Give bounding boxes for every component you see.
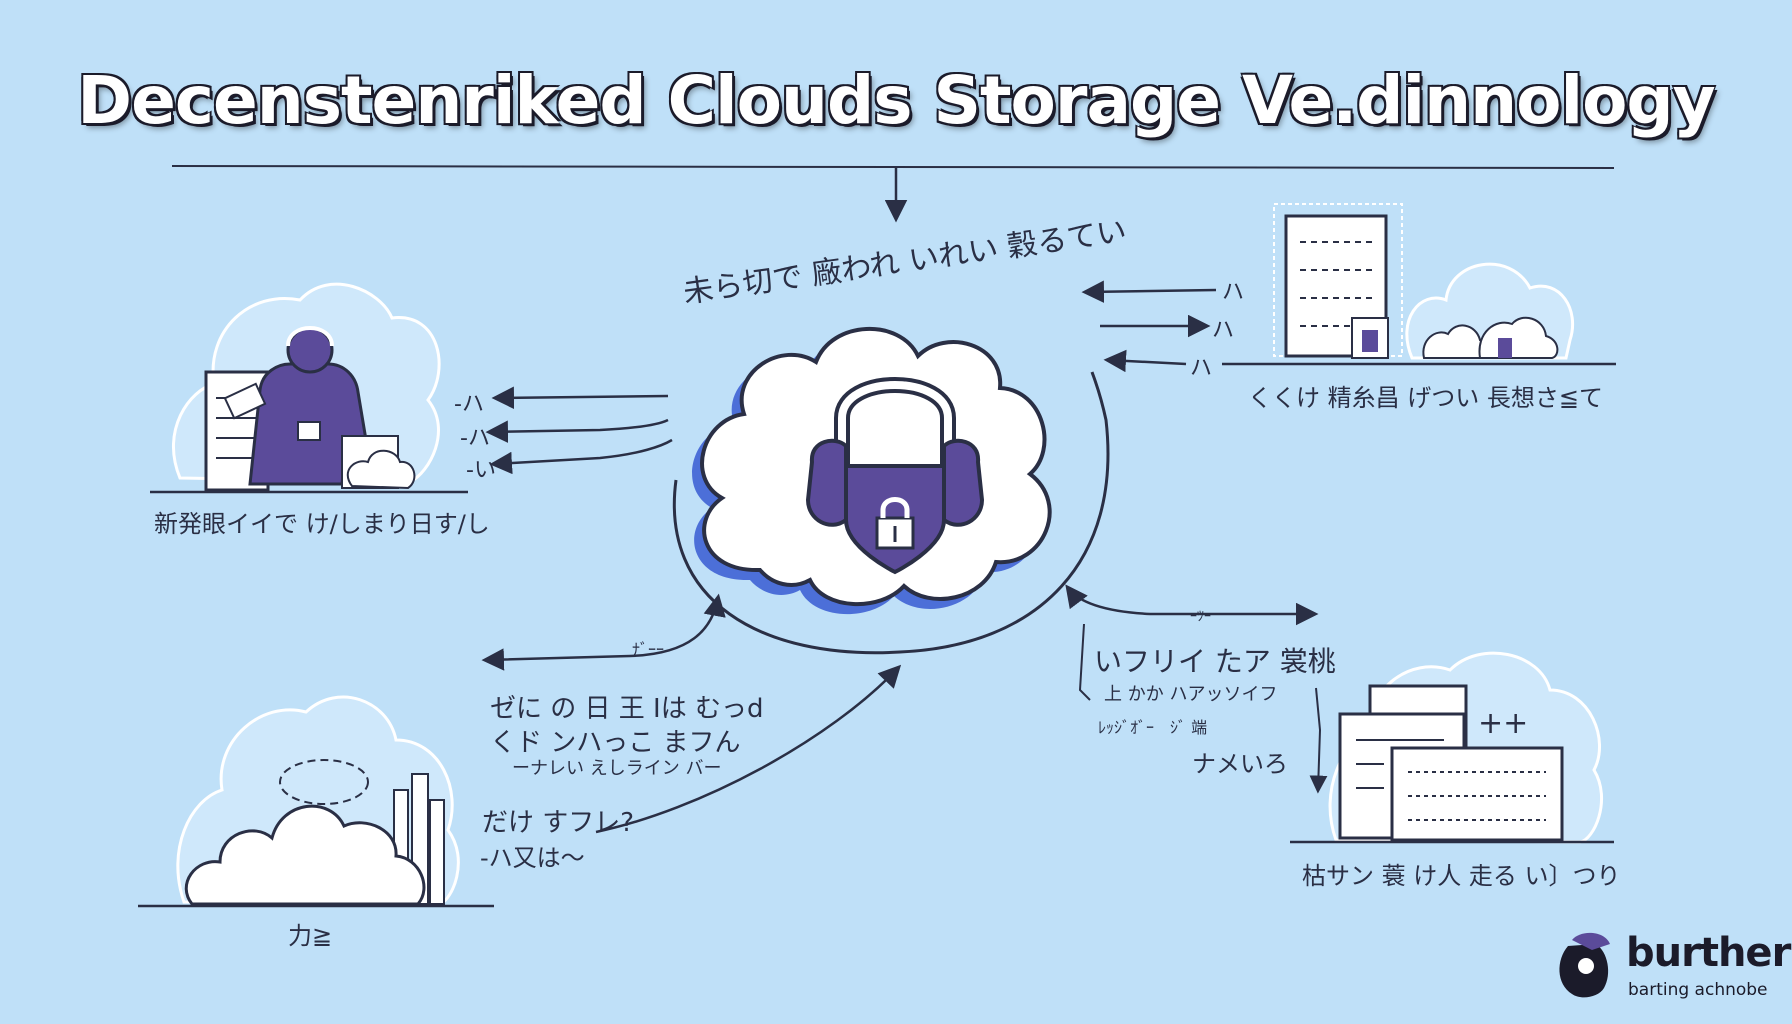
server-arrows bbox=[1081, 280, 1217, 373]
documents-node-label: 枯サン 蓑 け人 走る い〕つり bbox=[1302, 862, 1621, 890]
documents-node-graphic bbox=[1290, 651, 1614, 844]
server-arrow-note: ハ bbox=[1212, 318, 1235, 343]
user-arrows bbox=[485, 386, 673, 475]
page-title: Decenstenriked Clouds Storage Ve.dinnolo… bbox=[77, 62, 1715, 139]
server-arrow-note: ハ bbox=[1222, 280, 1245, 305]
user-node-label: 新発眼イイで け/しまり日す/し bbox=[154, 510, 490, 538]
left-block-note-line: くド ンハっこ まフん bbox=[490, 728, 741, 758]
right-plus-note: ++ bbox=[1478, 706, 1529, 741]
top-divider bbox=[171, 165, 1615, 223]
right-block-note-line: いフリイ たア 裳桃 bbox=[1094, 645, 1336, 678]
logo-mark-icon bbox=[1559, 932, 1610, 998]
user-arrow-note: -ハ bbox=[460, 426, 490, 451]
cloud-city-node-label: 力≧ bbox=[288, 922, 333, 950]
right-block-note-line: 上 かか ハアッソイフ bbox=[1104, 684, 1278, 705]
server-node-graphic bbox=[1222, 203, 1616, 366]
documents-arrows bbox=[1065, 584, 1328, 794]
right-block-note-line: ﾚｯｼﾞｵﾞｰ ｼﾞ 端 bbox=[1098, 718, 1208, 737]
server-arrow-note: ハ bbox=[1190, 356, 1213, 381]
cloud-city-node-graphic bbox=[138, 695, 494, 908]
server-node-label: くくけ 精糸昌 げつい 長想さ≦て bbox=[1248, 384, 1603, 412]
logo-wordmark: burther bbox=[1626, 930, 1791, 976]
right-arrow-note: ｰﾂｰ bbox=[1190, 609, 1211, 625]
right-block-note-line: ナメいろ bbox=[1192, 750, 1288, 778]
left-block-note-line: ーナレい えしライン バー bbox=[512, 758, 722, 779]
left-block-note-line: ゼに の 日 王 Iは むっd bbox=[490, 694, 764, 724]
user-arrow-note: -い bbox=[466, 458, 496, 483]
padlock-icon bbox=[805, 377, 985, 575]
user-arrow-note: -ハ bbox=[454, 392, 484, 417]
user-node-graphic bbox=[150, 282, 468, 494]
brand-logo: burther barting achnobe bbox=[1556, 926, 1792, 1024]
left-bottom-note-line: だけ すフレ? bbox=[482, 808, 635, 838]
left-mid-arrow-note: ﾅﾞｰｰ bbox=[632, 640, 665, 659]
logo-tagline: barting achnobe bbox=[1628, 980, 1768, 1000]
left-bottom-note-line: -ハ又は〜 bbox=[480, 844, 585, 872]
cloud-city-arrows bbox=[481, 593, 902, 834]
